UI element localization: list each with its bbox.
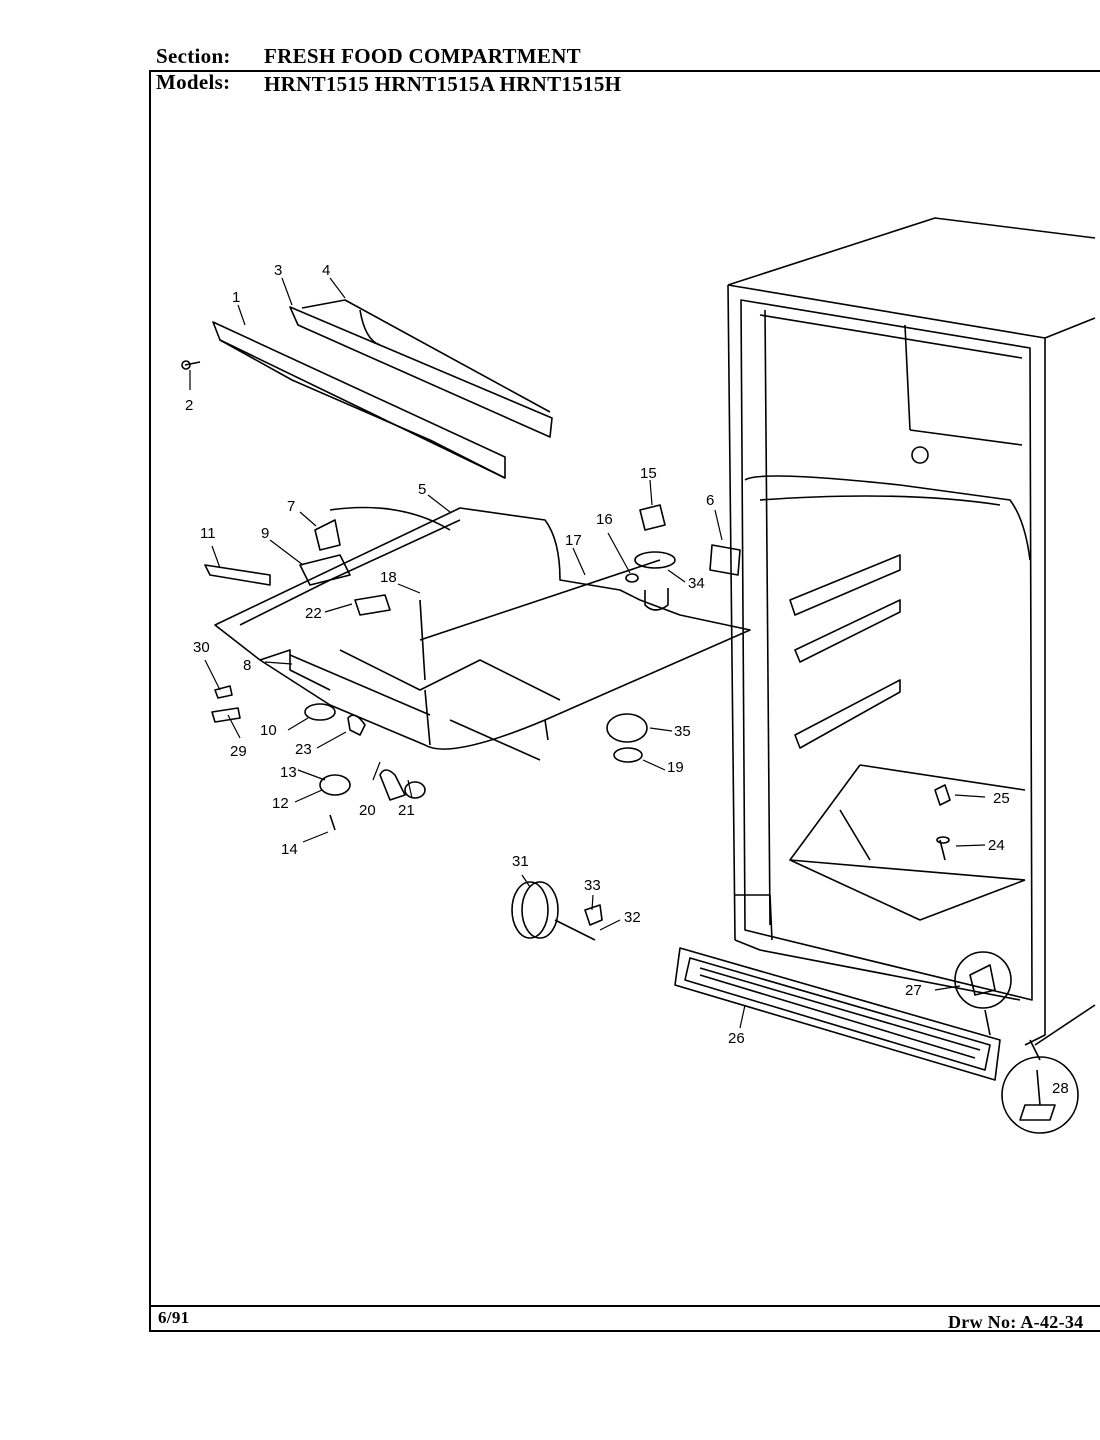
- callout-6: 6: [706, 492, 714, 509]
- callout-23: 23: [295, 741, 312, 758]
- callout-19: 19: [667, 759, 684, 776]
- footer-divider: [149, 1305, 1100, 1307]
- callout-28: 28: [1052, 1080, 1069, 1097]
- control-housing: [214, 507, 751, 761]
- drawing-number: Drw No: A-42-34: [948, 1312, 1084, 1332]
- detail-circle-27: [954, 951, 1012, 1009]
- base-grille-26: [674, 947, 1001, 1081]
- callout-32: 32: [624, 909, 641, 926]
- rail-assembly: [181, 299, 553, 479]
- callout-26: 26: [728, 1030, 745, 1047]
- cabinet: [727, 217, 1096, 1046]
- detail-circle-28: [1001, 1056, 1079, 1134]
- callout-27: 27: [905, 982, 922, 999]
- callout-20: 20: [359, 802, 376, 819]
- callout-7: 7: [287, 498, 295, 515]
- callout-10: 10: [260, 722, 277, 739]
- callout-18: 18: [380, 569, 397, 586]
- callout-1: 1: [232, 289, 240, 306]
- callout-34: 34: [688, 575, 705, 592]
- section-title: FRESH FOOD COMPARTMENT: [264, 44, 581, 68]
- callout-2: 2: [185, 397, 193, 414]
- callout-5: 5: [418, 481, 426, 498]
- callout-14: 14: [281, 841, 298, 858]
- callout-4: 4: [322, 262, 330, 279]
- callout-17: 17: [565, 532, 582, 549]
- drawing-frame: [149, 70, 1100, 1332]
- callout-15: 15: [640, 465, 657, 482]
- callout-30: 30: [193, 639, 210, 656]
- callout-11: 11: [200, 525, 216, 542]
- callout-16: 16: [596, 511, 613, 528]
- callout-22: 22: [305, 605, 322, 622]
- callout-12: 12: [272, 795, 289, 812]
- models-label: Models:: [156, 70, 231, 94]
- callout-8: 8: [243, 657, 251, 674]
- models-list: HRNT1515 HRNT1515A HRNT1515H: [264, 72, 622, 96]
- callout-labels: 1 2 3 4 5 6 7 8 9 10 11 12 13 14 15 16 1…: [185, 262, 1069, 1097]
- callout-21: 21: [398, 802, 415, 819]
- callout-3: 3: [274, 262, 282, 279]
- callout-29: 29: [230, 743, 247, 760]
- callout-24: 24: [988, 837, 1005, 854]
- callout-25: 25: [993, 790, 1010, 807]
- drawing-date: 6/91: [158, 1308, 190, 1327]
- callout-35: 35: [674, 723, 691, 740]
- section-label: Section:: [156, 44, 231, 68]
- callout-13: 13: [280, 764, 297, 781]
- callout-33: 33: [584, 877, 601, 894]
- callout-31: 31: [512, 853, 529, 870]
- callout-9: 9: [261, 525, 269, 542]
